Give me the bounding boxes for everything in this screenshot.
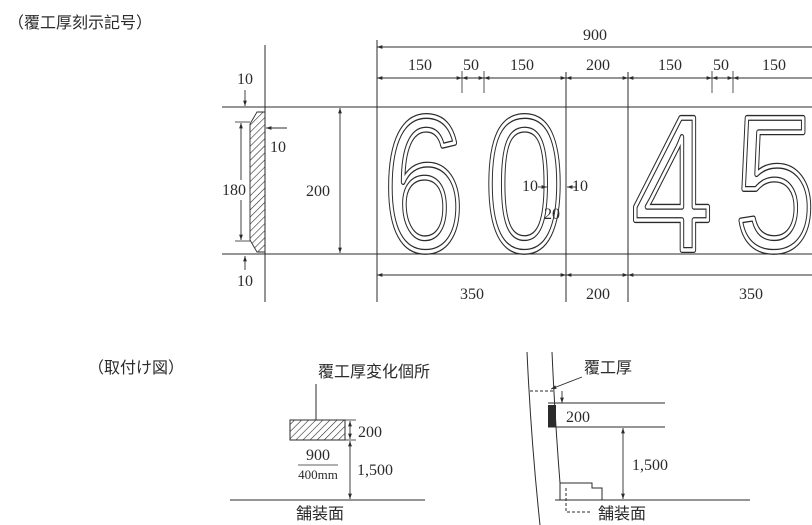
- dim-stroke-right: 10: [572, 178, 588, 195]
- digit-0-outline: 0: [485, 76, 564, 291]
- dim-bottom-2: 200: [586, 286, 610, 303]
- dim-top-5: 150: [658, 57, 682, 74]
- dim-panel-bottom-margin: 10: [237, 273, 253, 290]
- dim-panel-height: 180: [222, 182, 246, 199]
- digit-6-inner: 6: [383, 76, 464, 291]
- dim-symbol-height: 200: [306, 183, 330, 200]
- dim-top-2: 50: [463, 57, 479, 74]
- dim-bottom-1: 350: [460, 286, 484, 303]
- curb-step: [559, 482, 603, 500]
- digit-5-outline: 5: [735, 76, 812, 291]
- dim-left-plate-height: 200: [358, 424, 382, 441]
- curb-hidden-line: [565, 488, 592, 513]
- dim-left-plate-width-alt: 400mm: [298, 467, 338, 482]
- dim-top-6: 50: [713, 57, 729, 74]
- install-right-label: 覆工厚: [584, 358, 632, 377]
- install-right-plate: [548, 405, 556, 427]
- dim-right-plate-height: 200: [566, 409, 590, 426]
- digit-0-inner: 0: [485, 76, 564, 291]
- panel-section-hatched: [249, 111, 266, 253]
- install-right-ground-label: 舗装面: [598, 504, 646, 523]
- dim-top-4: 200: [586, 57, 610, 74]
- drawing-title: （覆工厚刻示記号）: [8, 13, 152, 32]
- dim-top-1: 150: [408, 57, 432, 74]
- digit-4-inner: 4: [632, 76, 712, 291]
- marking-elevation: 6 6 0 0 4 4 5 5 900 150 50 15: [222, 27, 812, 303]
- dim-panel-top-margin: 10: [237, 71, 253, 88]
- install-caption: （取付け図）: [88, 358, 184, 377]
- dim-stroke-gap: 20: [544, 206, 560, 223]
- tunnel-lining-outer-curve: [526, 351, 541, 525]
- dim-panel-thickness: 10: [270, 139, 286, 156]
- digit-glyphs: 6 6 0 0 4 4 5 5: [380, 73, 812, 294]
- dim-bottom-3: 350: [739, 286, 763, 303]
- digit-5-inner: 5: [735, 76, 812, 291]
- install-right-leader: [550, 376, 583, 390]
- install-left-ground-label: 舗装面: [296, 504, 344, 523]
- dim-overall-width: 900: [583, 27, 607, 44]
- dim-stroke-left: 10: [522, 178, 538, 195]
- install-left-plate: [289, 419, 346, 441]
- dim-right-mount-height: 1,500: [632, 457, 668, 474]
- dim-left-plate-width: 900: [306, 447, 330, 464]
- dim-left-mount-height: 1,500: [357, 462, 393, 479]
- dim-top-3: 150: [510, 57, 534, 74]
- install-left-label: 覆工厚変化個所: [318, 362, 430, 381]
- dim-top-7: 150: [762, 57, 786, 74]
- digit-4-outline: 4: [632, 76, 712, 291]
- digit-6-outline: 6: [383, 76, 464, 291]
- install-right: 覆工厚 200 1,500 舗装面: [526, 351, 750, 525]
- install-left: 覆工厚変化個所 200 900 400mm 1,500 舗装面: [230, 362, 430, 523]
